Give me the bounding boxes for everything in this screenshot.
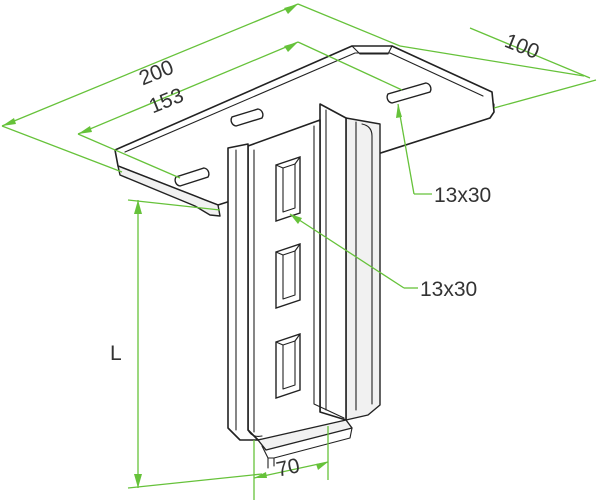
profile-slots [275,156,301,399]
plate-slot-size-label: 13x30 [434,184,491,207]
dimension-lines [1,3,597,500]
plate-slot-middle [230,108,264,127]
profile-post [227,103,381,469]
plate-slot-right [386,82,432,104]
profile-slot-1 [275,156,301,222]
dim-100-label: 100 [501,29,542,63]
profile-slot-3 [275,333,301,399]
height-label: L [110,342,122,365]
plate-slots [174,82,432,187]
profile-slot-2 [275,243,301,309]
dim-153-label: 153 [146,84,187,118]
dim-200-label: 200 [136,56,177,90]
plate-slot-left [174,167,210,187]
profile-slot-size-label: 13x30 [420,278,477,301]
dim-70-label: 70 [274,454,302,481]
